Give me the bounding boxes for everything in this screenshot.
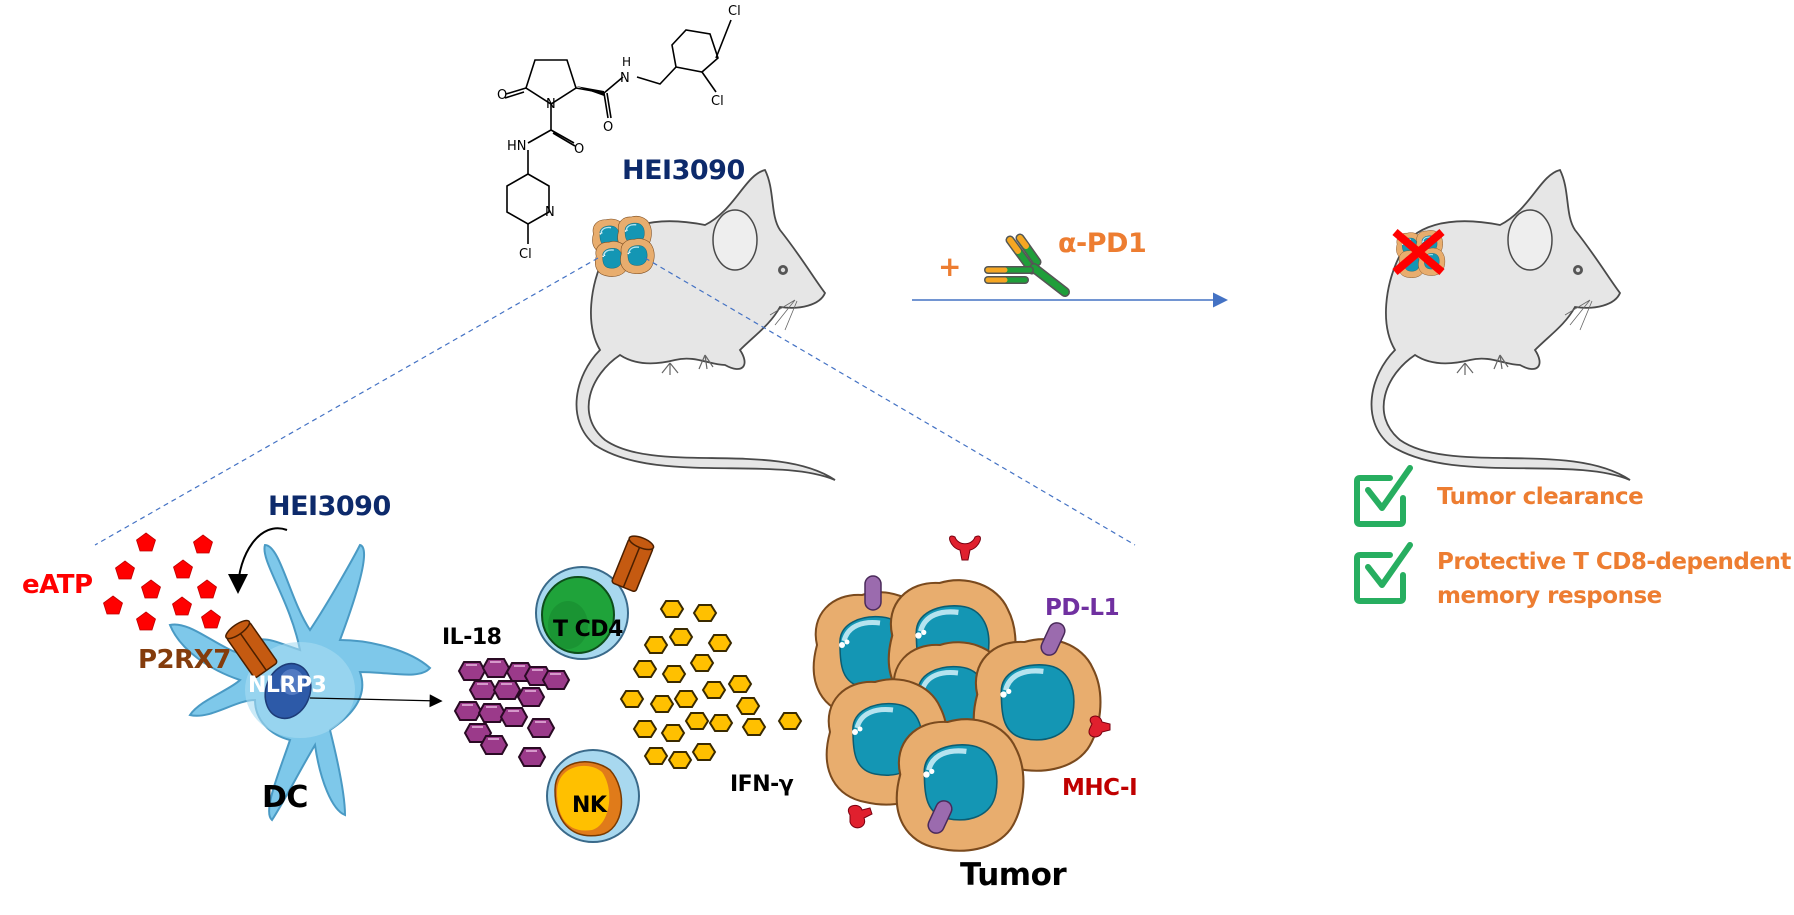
nk-label: NK	[572, 793, 607, 818]
il18-label: IL-18	[442, 625, 502, 650]
zoom-line-right	[644, 257, 1136, 546]
nk-cell	[546, 749, 640, 843]
molecule-atom-hn: HN	[507, 139, 527, 154]
il18-molecules	[454, 658, 570, 767]
tcd4-receptor	[611, 535, 655, 593]
mouse-cured	[1370, 169, 1631, 481]
dc-label: DC	[262, 780, 308, 815]
drug-title: HEI3090	[622, 155, 745, 186]
molecule-atom-h: H	[622, 55, 631, 69]
molecule-atom-nh: N	[620, 71, 630, 86]
mhc1-label: MHC-I	[1062, 775, 1138, 801]
molecule-atom-cl-pyridine: Cl	[519, 247, 532, 262]
mhc1-markers	[847, 535, 1111, 829]
tcd4-cell	[535, 566, 629, 660]
drug-label-mechanism: HEI3090	[268, 491, 391, 522]
molecule-atom-n1: N	[546, 97, 556, 112]
molecule-atom-o2: O	[603, 120, 613, 135]
outcome-tumor-clearance: Tumor clearance	[1437, 484, 1644, 510]
pdl1-markers	[864, 575, 1066, 834]
outcome-memory-response-line2: memory response	[1437, 583, 1662, 609]
tcd4-label: T CD4	[553, 617, 623, 642]
antibody-icon	[984, 233, 1070, 297]
zoom-line-left	[94, 257, 599, 546]
molecule-atom-o3: O	[574, 142, 584, 157]
nlrp3-label: NLRP3	[248, 673, 327, 698]
mouse-with-tumor	[575, 169, 836, 481]
plus-sign: +	[938, 250, 961, 283]
ifng-label: IFN-γ	[730, 772, 794, 797]
tumor-mass-small	[591, 215, 655, 278]
eatp-label: eATP	[22, 570, 93, 600]
secretion-arrow	[309, 694, 443, 708]
molecule-atom-cl2: Cl	[711, 94, 724, 109]
drug-action-arrow	[228, 527, 288, 594]
hei3090-structure	[504, 19, 732, 244]
molecule-atom-n-pyridine: N	[545, 205, 555, 220]
molecule-atom-o1: O	[497, 88, 507, 103]
tumor-label: Tumor	[960, 857, 1067, 893]
pdl1-label: PD-L1	[1045, 595, 1120, 621]
eatp-molecules	[103, 532, 221, 631]
outcome-memory-response-line1: Protective T CD8-dependent	[1437, 549, 1791, 575]
checkbox-icon-2	[1354, 542, 1413, 604]
p2rx7-label: P2RX7	[138, 645, 231, 675]
ifng-molecules	[620, 600, 802, 769]
checkbox-icon-1	[1354, 465, 1413, 527]
molecule-atom-cl1: Cl	[728, 4, 741, 19]
p2rx7-channel	[225, 619, 278, 679]
cross-icon	[1392, 228, 1445, 276]
antibody-label: α-PD1	[1058, 228, 1147, 259]
